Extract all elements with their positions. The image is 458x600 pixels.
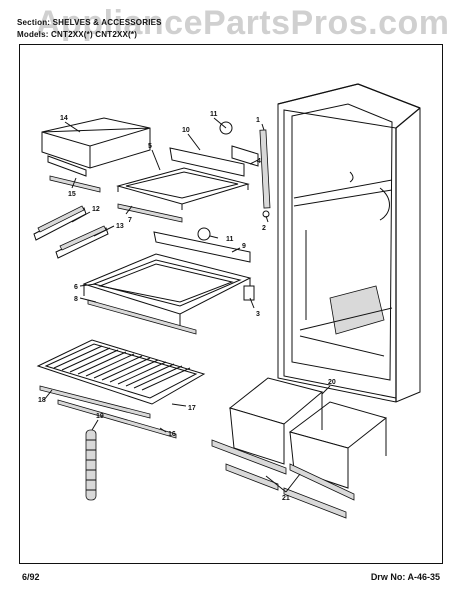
callout-1: 1 [256,117,260,124]
callout-3: 3 [256,311,260,318]
callout-labels: 14 15 10 11 5 4 1 2 12 13 7 11 9 6 8 3 1… [38,111,336,502]
callout-12: 12 [92,206,100,213]
watermark: AppliancePartsPros.com [36,4,450,42]
callout-7: 7 [128,217,132,224]
callout-21: 21 [282,495,290,502]
glass-shelf-part-6 [82,227,255,335]
callout-19: 19 [96,413,104,420]
rails-part-21 [211,439,355,519]
hinge-bar-part-1 [259,129,271,218]
callout-14: 14 [60,115,68,122]
callout-11-lower: 11 [226,236,234,243]
callout-9: 9 [242,243,246,250]
models-line: Models: CNT2XX(*) CNT2XX(*) [17,30,138,39]
wire-shelf-part-17 [36,339,206,439]
callout-6: 6 [74,284,78,291]
callout-5: 5 [148,143,152,150]
callout-11-upper: 11 [210,111,218,118]
rod-part-19 [85,429,97,501]
callout-20: 20 [328,379,336,386]
callout-4: 4 [257,158,261,165]
crisper-drawers-part-20 [228,377,388,489]
callout-13: 13 [116,223,124,230]
callout-8: 8 [74,296,78,303]
section-title: Section: SHELVES & ACCESSORIES [17,18,162,27]
callout-10: 10 [182,127,190,134]
drawing-number: Drw No: A-46-35 [370,572,440,582]
upper-shelf-part-5 [116,121,259,223]
bracket-part-13 [55,225,109,259]
diagram-frame [19,44,443,564]
bracket-part-12 [33,205,87,241]
callout-15: 15 [68,191,76,198]
callout-18: 18 [38,397,46,404]
refrigerator-cabinet [277,83,421,403]
crisper-tray-part-14 [41,117,151,193]
callout-17: 17 [188,405,196,412]
revision-date: 6/92 [22,572,40,582]
callout-2: 2 [262,225,266,232]
callout-16: 16 [168,431,176,438]
leader-lines [43,117,331,493]
